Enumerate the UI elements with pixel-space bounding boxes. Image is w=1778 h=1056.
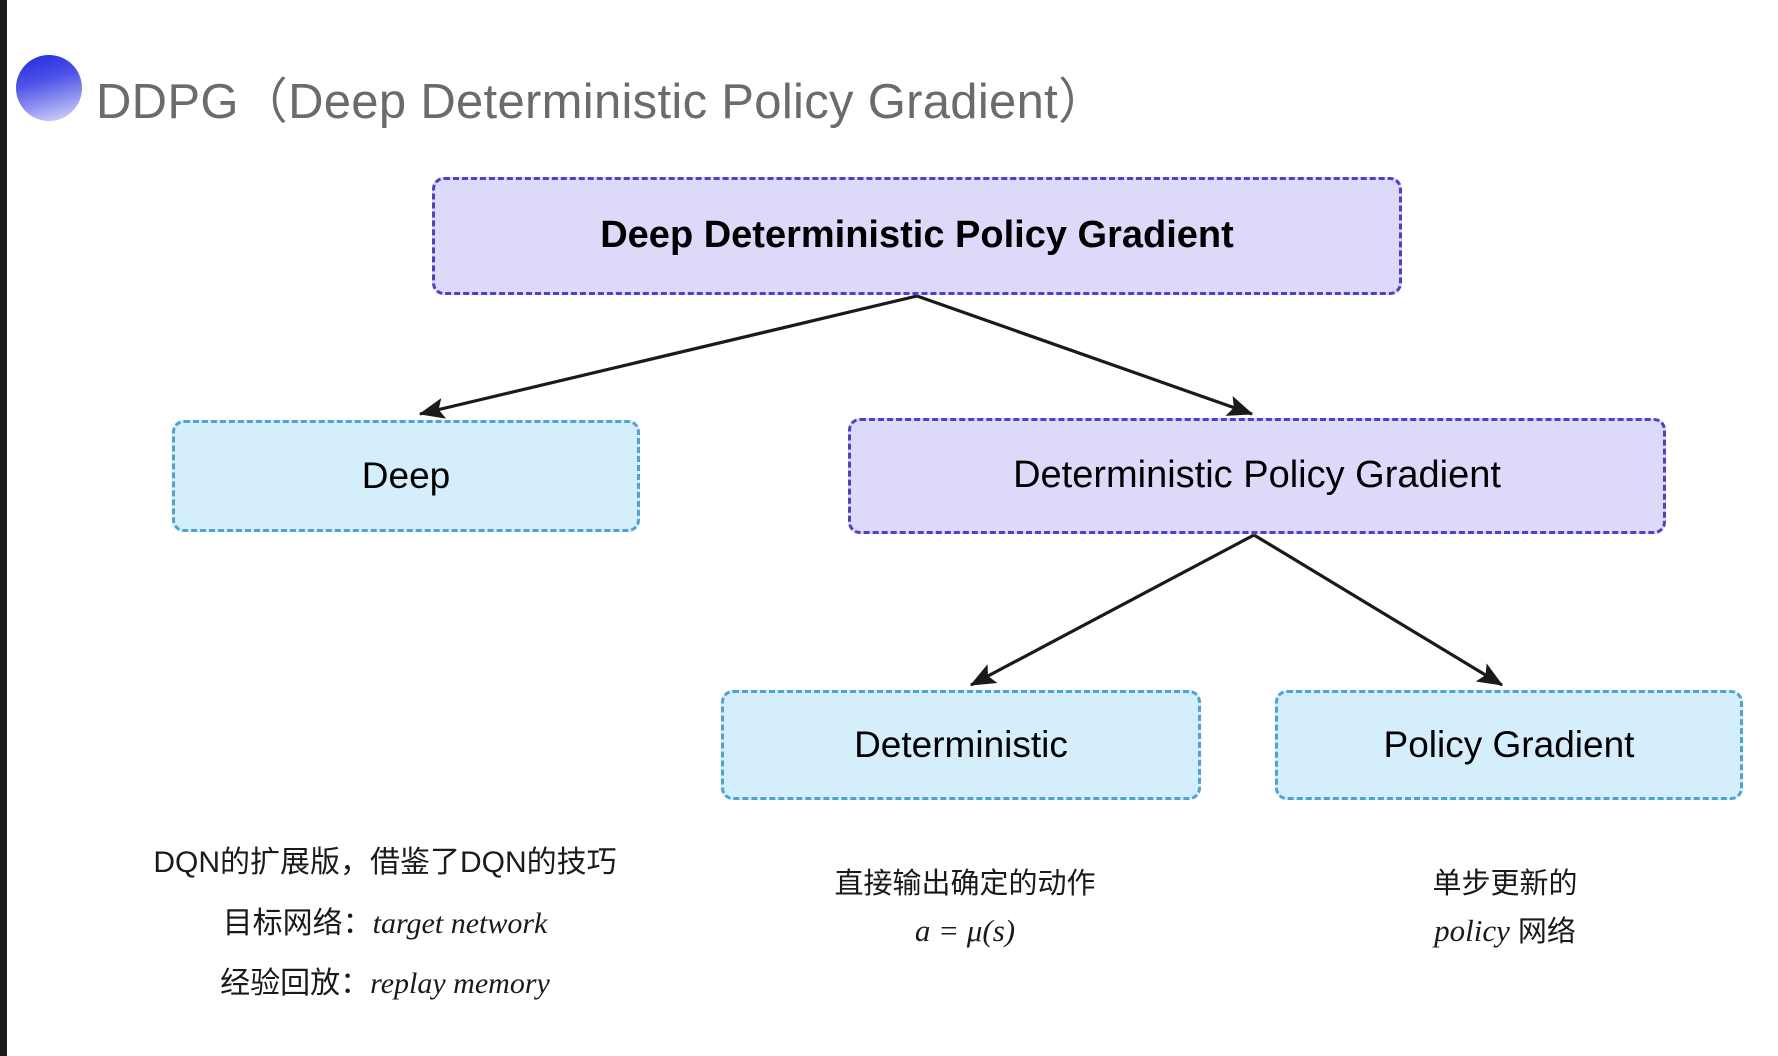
- node-deep-deterministic-policy-gradient[interactable]: Deep Deterministic Policy Gradient: [432, 177, 1402, 295]
- caption-deterministic: 直接输出确定的动作 a = μ(s): [775, 862, 1155, 955]
- left-edge-strip: [0, 0, 7, 1056]
- node-label: Deterministic Policy Gradient: [1013, 454, 1501, 497]
- caption-policy-gradient: 单步更新的 policy 网络: [1330, 862, 1680, 955]
- caption-deep-line-3-label: 经验回放：: [220, 967, 371, 1000]
- caption-policy-gradient-line-2: policy 网络: [1330, 907, 1680, 955]
- caption-deep-line-3-term: replay memory: [370, 967, 550, 1000]
- caption-deep-line-2: 目标网络：target network: [55, 901, 715, 948]
- node-label: Policy Gradient: [1383, 723, 1635, 765]
- node-policy-gradient[interactable]: Policy Gradient: [1275, 690, 1743, 800]
- edge-root-to-deep: [418, 294, 918, 419]
- caption-deep: DQN的扩展版，借鉴了DQN的技巧 目标网络：target network 经验…: [55, 840, 715, 1022]
- caption-policy-gradient-term: policy: [1434, 912, 1510, 948]
- caption-policy-gradient-line-1: 单步更新的: [1432, 868, 1578, 900]
- caption-deep-line-2-label: 目标网络：: [222, 906, 373, 940]
- node-deterministic-policy-gradient[interactable]: Deterministic Policy Gradient: [848, 418, 1666, 534]
- caption-deterministic-line-1: 直接输出确定的动作: [834, 868, 1096, 900]
- node-label: Deterministic: [854, 723, 1068, 765]
- edge-dpg-to-policy-gradient: [1253, 533, 1504, 687]
- caption-policy-gradient-suffix: 网络: [1509, 915, 1576, 948]
- edge-root-to-dpg: [916, 294, 1254, 416]
- caption-deep-line-2-term: target network: [372, 906, 548, 940]
- gradient-circle-bullet-icon: [16, 55, 82, 121]
- node-deep[interactable]: Deep: [172, 420, 640, 532]
- page-title: DDPG（Deep Deterministic Policy Gradient）: [96, 75, 1108, 129]
- caption-deterministic-formula: a = μ(s): [914, 912, 1016, 948]
- edge-dpg-to-deterministic: [969, 533, 1255, 687]
- caption-deep-line-3: 经验回放：replay memory: [55, 961, 715, 1008]
- node-deterministic[interactable]: Deterministic: [721, 690, 1201, 800]
- caption-deep-line-1: DQN的扩展版，借鉴了DQN的技巧: [153, 846, 617, 879]
- node-label: Deep: [361, 454, 451, 496]
- node-label: Deep Deterministic Policy Gradient: [600, 214, 1234, 257]
